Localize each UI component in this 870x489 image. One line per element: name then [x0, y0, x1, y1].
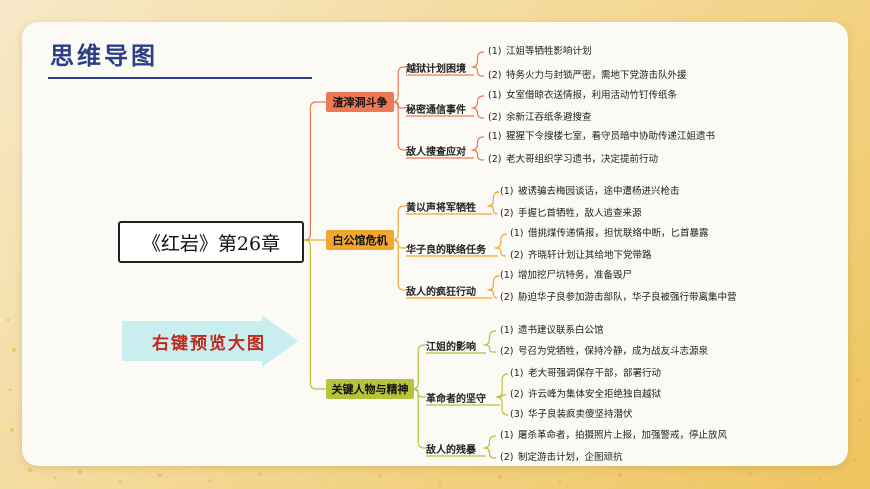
- subtopic-node[interactable]: 江姐的影响: [426, 341, 476, 353]
- subtopic-node[interactable]: 越狱计划困境: [406, 63, 466, 75]
- detail-item: (2) 许云峰为集体安全拒绝独自越狱: [510, 389, 661, 401]
- item-number: (2): [500, 208, 514, 219]
- item-text: 制定游击计划，企图顽抗: [518, 452, 623, 463]
- detail-item: (1) 借挑煤传递情报，担忧联络中断，匕首暴露: [510, 228, 709, 240]
- detail-item: (2) 齐晓轩计划让其给地下党带路: [510, 250, 652, 262]
- item-text: 猩猩下令搜楼七室，看守员暗中协助传递江姐遗书: [506, 131, 716, 142]
- item-text: 遗书建议联系白公馆: [518, 325, 604, 336]
- item-number: (2): [510, 389, 524, 400]
- item-text: 胁迫华子良参加游击部队，华子良被强行带离集中营: [518, 292, 737, 303]
- subtopic-node[interactable]: 敌人的残暴: [426, 444, 476, 456]
- item-number: (2): [488, 112, 502, 123]
- item-text: 增加挖尸坑特务，准备毁尸: [518, 270, 633, 281]
- item-number: (1): [488, 131, 502, 142]
- detail-item: (2) 手握匕首牺牲，敌人追查来源: [500, 208, 642, 220]
- arrow-shape: [122, 315, 298, 367]
- detail-item: (2) 胁迫华子良参加游击部队，华子良被强行带离集中营: [500, 292, 737, 304]
- item-number: (2): [488, 154, 502, 165]
- item-text: 号召为党牺牲，保持冷静，成为战友斗志源泉: [518, 346, 709, 357]
- item-text: 华子良装疯卖傻坚持潜伏: [528, 409, 633, 420]
- item-number: (1): [488, 46, 502, 57]
- detail-item: (1) 增加挖尸坑特务，准备毁尸: [500, 270, 632, 282]
- subtopic-node[interactable]: 敌人的疯狂行动: [406, 286, 476, 298]
- item-text: 江姐等牺牲影响计划: [506, 46, 592, 57]
- item-text: 许云峰为集体安全拒绝独自越狱: [528, 389, 662, 400]
- item-text: 余新江吞纸条避搜查: [506, 112, 592, 123]
- item-number: (2): [500, 292, 514, 303]
- detail-item: (3) 华子良装疯卖傻坚持潜伏: [510, 409, 633, 421]
- detail-item: (1) 女室借晾衣送情报，利用活动竹钉传纸条: [488, 90, 677, 102]
- detail-item: (1) 被诱骗去梅园谈话，途中遭杨进兴枪击: [500, 186, 680, 198]
- item-number: (2): [500, 452, 514, 463]
- subtopic-node[interactable]: 敌人搜查应对: [406, 146, 466, 158]
- item-number: (1): [488, 90, 502, 101]
- item-text: 老大哥强调保存干部，部署行动: [528, 368, 662, 379]
- item-number: (2): [510, 250, 524, 261]
- detail-item: (1) 江姐等牺牲影响计划: [488, 46, 592, 58]
- item-text: 被诱骗去梅园谈话，途中遭杨进兴枪击: [518, 186, 680, 197]
- detail-item: (1) 猩猩下令搜楼七室，看守员暗中协助传递江姐遗书: [488, 131, 715, 143]
- detail-item: (2) 老大哥组织学习遗书，决定提前行动: [488, 154, 658, 166]
- detail-item: (1) 老大哥强调保存干部，部署行动: [510, 368, 661, 380]
- item-text: 屠杀革命者，拍摄照片上报，加强警戒，停止放风: [518, 430, 728, 441]
- title-underline: [48, 77, 312, 79]
- subtopic-node[interactable]: 秘密通信事件: [406, 104, 466, 116]
- detail-item: (2) 特务火力与封锁严密，需地下党游击队外援: [488, 70, 687, 82]
- subtopic-node[interactable]: 革命者的坚守: [426, 393, 486, 405]
- item-number: (1): [510, 368, 524, 379]
- detail-item: (2) 余新江吞纸条避搜查: [488, 112, 592, 124]
- item-number: (3): [510, 409, 524, 420]
- detail-item: (2) 号召为党牺牲，保持冷静，成为战友斗志源泉: [500, 346, 708, 358]
- detail-item: (2) 制定游击计划，企图顽抗: [500, 452, 623, 464]
- item-text: 特务火力与封锁严密，需地下党游击队外援: [506, 70, 687, 81]
- item-number: (1): [510, 228, 524, 239]
- branch-node-2[interactable]: 白公馆危机: [326, 230, 394, 250]
- subtopic-node[interactable]: 黄以声将军牺牲: [406, 202, 476, 214]
- item-text: 齐晓轩计划让其给地下党带路: [528, 250, 652, 261]
- detail-item: (1) 遗书建议联系白公馆: [500, 325, 604, 337]
- preview-arrow-label[interactable]: 右键预览大图: [152, 334, 266, 354]
- item-number: (1): [500, 325, 514, 336]
- page-title: 思维导图: [50, 41, 158, 70]
- detail-item: (1) 屠杀革命者，拍摄照片上报，加强警戒，停止放风: [500, 430, 727, 442]
- root-node[interactable]: 《红岩》第26章: [118, 221, 304, 263]
- item-number: (2): [488, 70, 502, 81]
- item-number: (1): [500, 186, 514, 197]
- item-number: (1): [500, 430, 514, 441]
- item-text: 手握匕首牺牲，敌人追查来源: [518, 208, 642, 219]
- branch-node-3[interactable]: 关键人物与精神: [326, 379, 414, 399]
- item-number: (2): [500, 346, 514, 357]
- item-text: 老大哥组织学习遗书，决定提前行动: [506, 154, 659, 165]
- subtopic-node[interactable]: 华子良的联络任务: [406, 244, 486, 256]
- item-number: (1): [500, 270, 514, 281]
- item-text: 女室借晾衣送情报，利用活动竹钉传纸条: [506, 90, 678, 101]
- branch-node-1[interactable]: 渣滓洞斗争: [326, 92, 394, 112]
- item-text: 借挑煤传递情报，担忧联络中断，匕首暴露: [528, 228, 709, 239]
